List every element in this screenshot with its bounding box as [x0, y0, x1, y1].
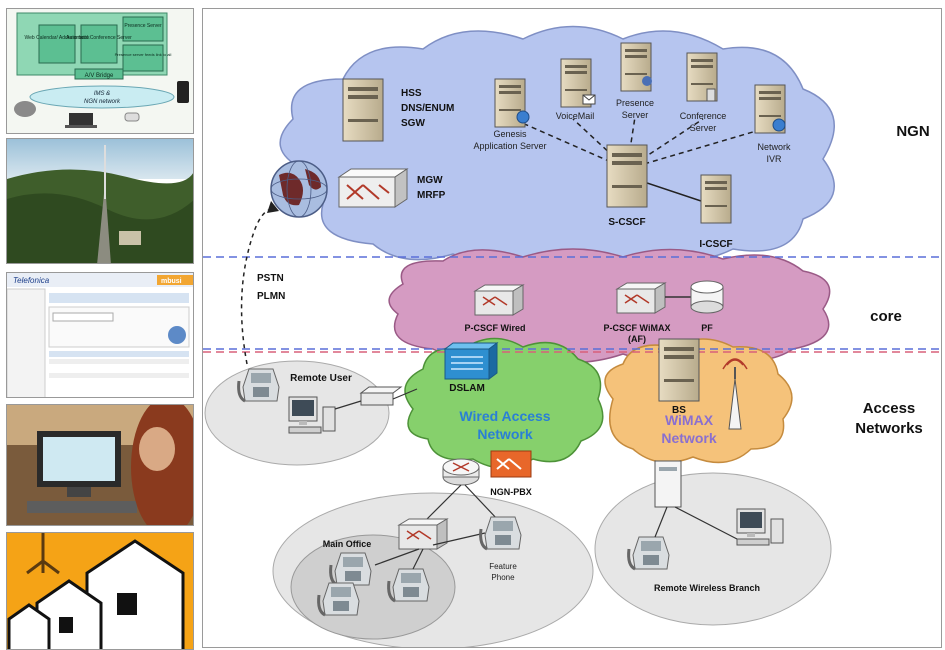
thumbnail-ims-diagram[interactable]: Web Calendar/ Address book Automatic Con…: [6, 8, 194, 134]
ngn-cloud: [279, 25, 835, 265]
ngn-pbx-label: NGN-PBX: [490, 487, 532, 497]
presence-label: Presence Server: [124, 23, 162, 29]
edge-router-icon: [442, 458, 480, 486]
thumbnail-tower-photo[interactable]: [6, 138, 194, 264]
zone-access-label-2: Networks: [855, 420, 923, 437]
zone-core-label: core: [870, 308, 902, 325]
s-cscf-server-icon: [606, 144, 648, 208]
p-cscf-wired-label: P-CSCF Wired: [465, 323, 526, 333]
zone-access-label-1: Access: [863, 400, 916, 417]
dslam-label: DSLAM: [449, 383, 485, 394]
dslam-icon: [443, 342, 499, 380]
hss-label: HSS: [401, 88, 422, 99]
presence-label-2: Server: [622, 110, 649, 120]
mgw-switch-icon: [337, 168, 409, 208]
feature-phone-label-2: Phone: [491, 573, 515, 582]
genesis-label-1: Genesis: [493, 129, 527, 139]
remote-wireless-label: Remote Wireless Branch: [654, 583, 760, 593]
mobile-icon: [706, 88, 716, 102]
ims-label: IMS &: [94, 91, 110, 97]
main-office-label: Main Office: [323, 539, 372, 549]
zone-ngn-label: NGN: [896, 123, 929, 140]
conference-box: [80, 24, 118, 64]
web-calendar-box: [38, 24, 76, 64]
app-brand-right: mbusi: [161, 278, 182, 285]
laptop-icon: [69, 113, 93, 125]
conference-label-2: Server: [690, 123, 717, 133]
wired-access-label-1: Wired Access: [459, 408, 550, 424]
ngn-pbx-icon: [490, 450, 532, 478]
wimax-label-1: WiMAX: [665, 412, 714, 428]
plmn-label: PLMN: [257, 291, 285, 302]
remote-user-label: Remote User: [290, 373, 352, 384]
p-cscf-wimax-label-1: P-CSCF WiMAX: [604, 323, 671, 333]
mgw-label: MGW: [417, 175, 443, 186]
genesis-label-2: Application Server: [473, 141, 546, 151]
av-bridge-label: A/V Bridge: [85, 73, 114, 79]
p-cscf-wimax-router-icon: [616, 282, 666, 314]
webcam-icon: [14, 101, 36, 117]
s-cscf-label: S-CSCF: [608, 217, 645, 228]
conference-label: Automatic Conference Server: [66, 35, 132, 41]
sgw-label: SGW: [401, 118, 425, 129]
network-ivr-label-1: Network: [757, 142, 791, 152]
p-cscf-wimax-label-2: (AF): [628, 334, 646, 344]
hss-server-icon: [342, 78, 384, 142]
presence-label-1: Presence: [616, 98, 654, 108]
presence-box: [122, 16, 164, 42]
wired-access-label-2: Network: [477, 426, 532, 442]
dns-enum-label: DNS/ENUM: [401, 103, 454, 114]
pstn-link: [240, 208, 274, 365]
web-calendar-label: Web Calendar/ Address book: [25, 35, 90, 41]
clock-icon: [168, 326, 186, 344]
wimax-label-2: Network: [661, 430, 716, 446]
wireless-cpe-icon: [654, 460, 682, 508]
user-icon: [642, 76, 652, 86]
thumbnail-app-screenshot[interactable]: Telefonica mbusi: [6, 272, 194, 398]
thumbnail-strip: Web Calendar/ Address book Automatic Con…: [0, 0, 200, 650]
wired-access-cloud: [404, 337, 604, 469]
bs-label: BS: [672, 405, 686, 416]
office-switch-icon: [398, 518, 448, 550]
wimax-antenna-icon: [722, 358, 748, 430]
ngn-network-label: NGN network: [84, 99, 121, 105]
pstn-label: PSTN: [257, 273, 284, 284]
pf-label: PF: [701, 323, 713, 333]
bs-server-icon: [658, 338, 700, 402]
presence-note: Presence server feeds link to all: [115, 52, 172, 57]
app-brand-left: Telefonica: [13, 276, 50, 285]
mrfp-label: MRFP: [417, 190, 446, 201]
conference-label-1: Conference: [680, 111, 727, 121]
modem-icon: [359, 386, 403, 406]
pf-database-icon: [690, 280, 724, 314]
remote-wireless-area: [594, 472, 832, 626]
feature-phone-label-1: Feature: [489, 562, 517, 571]
p-cscf-wired-router-icon: [474, 284, 524, 316]
voicemail-label: VoiceMail: [556, 111, 595, 121]
thumbnail-houses[interactable]: [6, 532, 194, 650]
main-office-area: [290, 534, 456, 640]
network-ivr-label-2: IVR: [766, 154, 782, 164]
i-cscf-server-icon: [700, 174, 732, 224]
i-cscf-label: I-CSCF: [699, 239, 732, 250]
network-diagram: NGN core Access Networks HSS DNS/ENUM SG…: [202, 8, 942, 648]
globe-icon: [270, 160, 328, 218]
thumbnail-user-photo[interactable]: [6, 404, 194, 526]
phone-icon: [124, 112, 140, 122]
smartphone-icon: [177, 81, 189, 103]
